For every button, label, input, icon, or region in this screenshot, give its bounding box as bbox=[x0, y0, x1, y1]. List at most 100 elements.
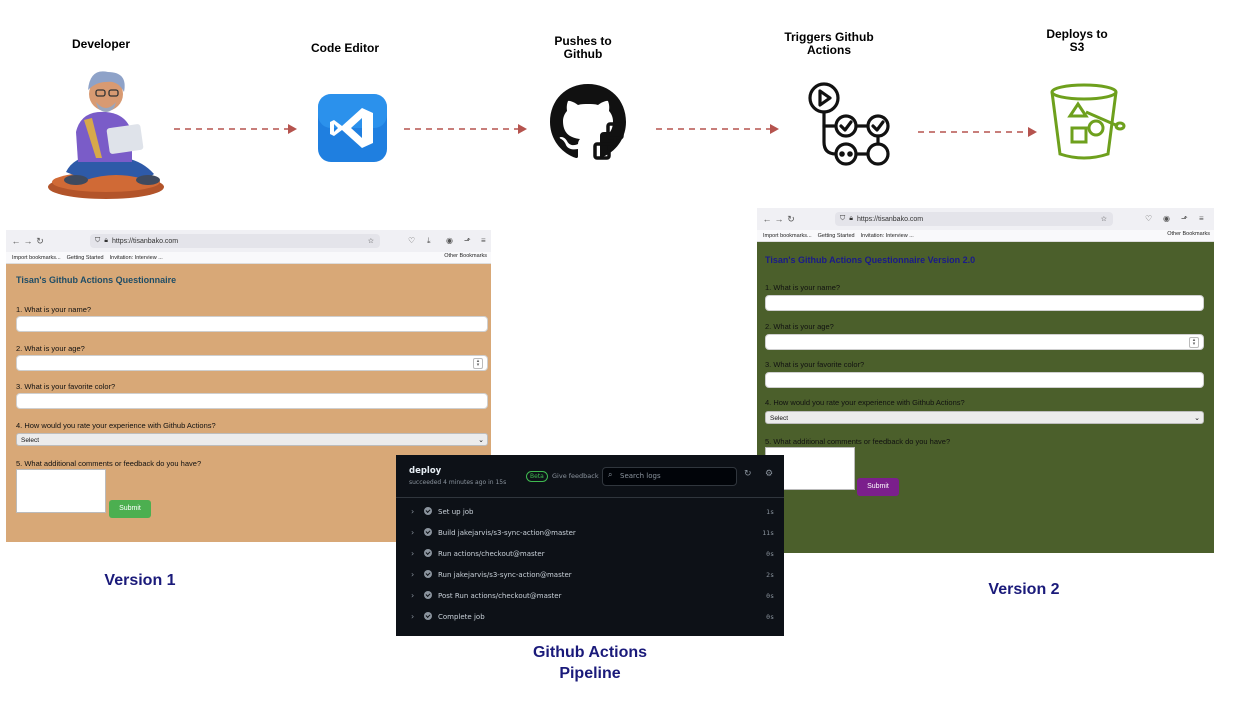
account-icon[interactable]: ◉ bbox=[1163, 214, 1170, 223]
search-logs-input[interactable]: ⌕ Search logs bbox=[602, 467, 737, 486]
back-icon[interactable]: ← bbox=[762, 214, 772, 224]
back-icon[interactable]: ← bbox=[11, 236, 21, 246]
step-duration: 1s bbox=[766, 507, 774, 516]
question-1-label: 1. What is your name? bbox=[16, 305, 92, 314]
chevron-down-icon: ⌄ bbox=[478, 437, 484, 444]
stage-label-developer: Developer bbox=[71, 37, 131, 51]
check-circle-icon bbox=[424, 591, 432, 599]
forward-icon[interactable]: → bbox=[774, 214, 784, 224]
gear-icon[interactable]: ⚙ bbox=[765, 469, 774, 479]
chevron-right-icon: › bbox=[411, 591, 415, 600]
step-row[interactable]: › Post Run actions/checkout@master 0s bbox=[396, 585, 784, 606]
search-placeholder: Search logs bbox=[620, 472, 661, 480]
refresh-icon[interactable]: ↻ bbox=[744, 469, 752, 479]
step-name: Run jakejarvis/s3-sync-action@master bbox=[438, 570, 572, 579]
browser-toolbar: ← → ↻ ⛉ 🔒︎ https://tisanbako.com ☆ ♡ ⤓ ◉… bbox=[6, 230, 491, 252]
stepper-icon[interactable]: ▴▾ bbox=[1189, 337, 1199, 348]
github-actions-icon bbox=[804, 80, 894, 168]
step-name: Complete job bbox=[438, 612, 485, 621]
menu-icon[interactable]: ≡ bbox=[481, 236, 486, 245]
bookmark-getting-started[interactable]: Getting Started bbox=[66, 254, 104, 261]
other-bookmarks[interactable]: Other Bookmarks bbox=[1167, 231, 1210, 237]
page-title: Tisan's Github Actions Questionnaire Ver… bbox=[765, 255, 976, 265]
chevron-right-icon: › bbox=[411, 549, 415, 558]
url-bar[interactable]: ⛉ 🔒︎ https://tisanbako.com ☆ bbox=[835, 212, 1113, 226]
step-duration: 0s bbox=[766, 591, 774, 600]
select-value: Select bbox=[770, 415, 789, 422]
step-duration: 0s bbox=[766, 612, 774, 621]
url-text: https://tisanbako.com bbox=[856, 215, 924, 223]
question-1-label: 1. What is your name? bbox=[765, 283, 841, 292]
check-circle-icon bbox=[424, 570, 432, 578]
chevron-right-icon: › bbox=[411, 507, 415, 516]
browser-window-v2: ← → ↻ ⛉ 🔒︎ https://tisanbako.com ☆ ♡ ◉ ⬏… bbox=[757, 208, 1214, 553]
lock-icon: 🔒︎ bbox=[849, 215, 853, 222]
s3-bucket-icon bbox=[1046, 82, 1126, 162]
check-circle-icon bbox=[424, 549, 432, 557]
search-icon: ⌕ bbox=[608, 470, 613, 479]
color-input[interactable] bbox=[16, 393, 488, 409]
job-status: succeeded 4 minutes ago in 15s bbox=[409, 479, 507, 486]
chevron-right-icon: › bbox=[411, 570, 415, 579]
questionnaire-v2: Tisan's Github Actions Questionnaire Ver… bbox=[757, 241, 1214, 553]
step-row[interactable]: › Run actions/checkout@master 0s bbox=[396, 543, 784, 564]
account-icon[interactable]: ◉ bbox=[446, 236, 453, 245]
bookmark-invitation[interactable]: Invitation: Interview ... bbox=[109, 254, 163, 261]
pocket-icon[interactable]: ♡ bbox=[408, 236, 416, 245]
submit-button[interactable]: Submit bbox=[857, 478, 899, 496]
give-feedback-link[interactable]: Give feedback bbox=[552, 472, 599, 480]
job-header: deploy succeeded 4 minutes ago in 15s Be… bbox=[396, 455, 784, 498]
url-bar[interactable]: ⛉ 🔒︎ https://tisanbako.com ☆ bbox=[90, 234, 380, 248]
bookmarks-bar: Import bookmarks... Getting Started Invi… bbox=[6, 252, 491, 264]
caption-pipeline: Github Actions Pipeline bbox=[532, 644, 648, 682]
question-4-label: 4. How would you rate your experience wi… bbox=[16, 421, 216, 430]
bookmark-invitation[interactable]: Invitation: Interview ... bbox=[860, 232, 914, 239]
question-3-label: 3. What is your favorite color? bbox=[16, 382, 116, 391]
github-icon bbox=[548, 82, 632, 162]
pocket-icon[interactable]: ♡ bbox=[1145, 214, 1153, 223]
reload-icon[interactable]: ↻ bbox=[787, 213, 795, 224]
other-bookmarks[interactable]: Other Bookmarks bbox=[444, 253, 487, 259]
bookmark-import[interactable]: Import bookmarks... bbox=[763, 232, 812, 239]
questionnaire-v1: Tisan's Github Actions Questionnaire 1. … bbox=[6, 263, 491, 542]
submit-button[interactable]: Submit bbox=[109, 500, 151, 518]
color-input[interactable] bbox=[765, 372, 1204, 388]
experience-select[interactable]: Select ⌄ bbox=[16, 433, 488, 446]
step-row[interactable]: › Complete job 0s bbox=[396, 606, 784, 627]
chevron-right-icon: › bbox=[411, 528, 415, 537]
developer-illustration bbox=[36, 62, 176, 202]
feedback-textarea[interactable] bbox=[16, 469, 106, 513]
stepper-icon[interactable]: ▴▾ bbox=[473, 358, 483, 369]
extensions-icon[interactable]: ⬏ bbox=[464, 236, 471, 245]
forward-icon[interactable]: → bbox=[23, 236, 33, 246]
step-duration: 11s bbox=[762, 528, 774, 537]
step-row[interactable]: › Build jakejarvis/s3-sync-action@master… bbox=[396, 522, 784, 543]
name-input[interactable] bbox=[765, 295, 1204, 311]
bookmark-import[interactable]: Import bookmarks... bbox=[12, 254, 61, 261]
menu-icon[interactable]: ≡ bbox=[1199, 214, 1204, 223]
browser-toolbar: ← → ↻ ⛉ 🔒︎ https://tisanbako.com ☆ ♡ ◉ ⬏… bbox=[757, 208, 1214, 230]
age-input[interactable]: ▴▾ bbox=[765, 334, 1204, 350]
check-circle-icon bbox=[424, 528, 432, 536]
age-input[interactable]: ▴▾ bbox=[16, 355, 488, 371]
check-circle-icon bbox=[424, 507, 432, 515]
job-name: deploy bbox=[409, 466, 442, 476]
question-5-label: 5. What additional comments or feedback … bbox=[16, 459, 202, 468]
bookmark-getting-started[interactable]: Getting Started bbox=[817, 232, 855, 239]
flow-arrow-2 bbox=[404, 122, 528, 140]
select-value: Select bbox=[21, 437, 40, 444]
download-icon[interactable]: ⤓ bbox=[427, 236, 431, 245]
shield-icon: ⛉ bbox=[840, 215, 846, 222]
name-input[interactable] bbox=[16, 316, 488, 332]
extensions-icon[interactable]: ⬏ bbox=[1181, 214, 1188, 223]
experience-select[interactable]: Select ⌄ bbox=[765, 411, 1204, 424]
reload-icon[interactable]: ↻ bbox=[36, 235, 44, 246]
step-row[interactable]: › Run jakejarvis/s3-sync-action@master 2… bbox=[396, 564, 784, 585]
star-icon[interactable]: ☆ bbox=[367, 238, 374, 245]
question-3-label: 3. What is your favorite color? bbox=[765, 360, 865, 369]
star-icon[interactable]: ☆ bbox=[1100, 216, 1107, 223]
chevron-down-icon: ⌄ bbox=[1194, 415, 1200, 422]
step-duration: 0s bbox=[766, 549, 774, 558]
step-row[interactable]: › Set up job 1s bbox=[396, 501, 784, 522]
beta-badge: Beta bbox=[526, 471, 548, 482]
